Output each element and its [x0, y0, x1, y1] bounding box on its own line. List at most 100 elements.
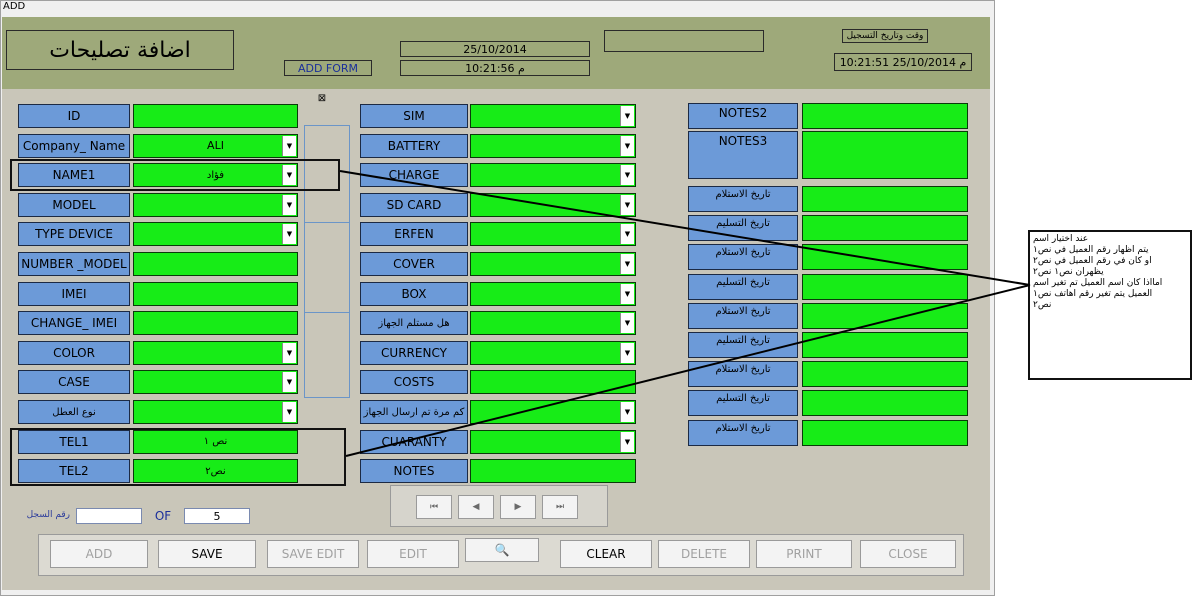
save-edit-button[interactable]: SAVE EDIT [267, 540, 359, 568]
field-label: COVER [360, 252, 468, 276]
field-label: تاريخ الاستلام [688, 186, 798, 212]
field-input[interactable] [802, 361, 968, 388]
chevron-down-icon[interactable]: ▼ [620, 313, 634, 334]
field-input[interactable]: ▼ [470, 400, 636, 424]
field-input[interactable] [802, 131, 968, 179]
field-label: SIM [360, 104, 468, 128]
field-input[interactable] [470, 370, 636, 395]
field-value: نص٢ [205, 465, 226, 477]
field-label: CHANGE_ IMEI [18, 311, 130, 336]
chevron-down-icon[interactable]: ▼ [282, 372, 296, 393]
field-input[interactable]: ALI ▼ [133, 133, 298, 158]
chevron-down-icon[interactable]: ▼ [282, 194, 296, 215]
chevron-down-icon[interactable]: ▼ [620, 283, 634, 304]
small-square-icon[interactable]: ⊠ [317, 93, 327, 104]
field-input[interactable]: ▼ [470, 281, 636, 306]
field-input[interactable]: ▼ [470, 429, 636, 454]
annotation-note-line: يظهران نص١ نص٢ [1033, 267, 1104, 277]
field-input[interactable] [133, 252, 298, 276]
empty-header-box [604, 30, 764, 52]
field-input[interactable]: ▼ [470, 104, 636, 128]
field-label: BOX [360, 281, 468, 306]
field-value: ALI [207, 139, 224, 153]
registration-datetime: 10:21:51 25/10/2014 م [834, 53, 972, 71]
field-label: تاريخ التسليم [688, 390, 798, 417]
field-input[interactable]: ▼ [133, 192, 298, 217]
field-input[interactable]: ▼ [470, 252, 636, 276]
first-record-button[interactable]: ⏮ [416, 495, 452, 519]
field-input[interactable] [802, 332, 968, 358]
field-input[interactable] [802, 390, 968, 417]
field-label: تاريخ الاستلام [688, 244, 798, 271]
field-input[interactable]: ▼ [470, 133, 636, 158]
field-input[interactable]: ▼ [470, 192, 636, 217]
add-form-label: ADD FORM [284, 60, 372, 76]
field-input[interactable]: نص٢ [133, 459, 298, 484]
search-button[interactable]: 🔍 [465, 538, 539, 562]
chevron-down-icon[interactable]: ▼ [620, 342, 634, 363]
field-input[interactable]: ▼ [133, 340, 298, 365]
chevron-down-icon[interactable]: ▼ [620, 194, 634, 215]
field-input[interactable] [802, 244, 968, 271]
annotation-note-line: عند اختيار اسم [1033, 234, 1089, 244]
edit-button[interactable]: EDIT [367, 540, 459, 568]
field-input[interactable]: ▼ [470, 163, 636, 188]
field-input[interactable] [802, 419, 968, 446]
field-label: هل مستلم الجهاز [360, 311, 468, 336]
field-input[interactable]: ▼ [470, 222, 636, 247]
field-input[interactable] [802, 273, 968, 300]
field-input[interactable] [133, 281, 298, 306]
clear-button[interactable]: CLEAR [560, 540, 652, 568]
field-input[interactable]: ▼ [133, 222, 298, 247]
field-label: تاريخ الاستلام [688, 302, 798, 329]
field-label: Company_ Name [18, 133, 130, 158]
field-input[interactable] [802, 302, 968, 329]
field-label: ID [18, 104, 130, 128]
chevron-down-icon[interactable]: ▼ [620, 224, 634, 245]
field-label: TEL1 [18, 429, 130, 454]
last-record-button[interactable]: ⏭ [542, 495, 578, 519]
chevron-down-icon[interactable]: ▼ [620, 254, 634, 274]
add-button[interactable]: ADD [50, 540, 148, 568]
field-label: ERFEN [360, 222, 468, 247]
next-record-button[interactable]: ▶ [500, 495, 536, 519]
field-label: TEL2 [18, 459, 130, 484]
chevron-down-icon[interactable]: ▼ [282, 135, 296, 156]
record-total: 5 [184, 508, 250, 524]
field-label: كم مرة تم ارسال الجهاز [360, 400, 468, 424]
field-label: CUARANTY [360, 429, 468, 454]
chevron-down-icon[interactable]: ▼ [620, 106, 634, 126]
previous-record-button[interactable]: ◀ [458, 495, 494, 519]
field-input[interactable]: نص ١ [133, 429, 298, 454]
chevron-down-icon[interactable]: ▼ [282, 165, 296, 186]
chevron-down-icon[interactable]: ▼ [620, 431, 634, 452]
chevron-down-icon[interactable]: ▼ [282, 224, 296, 245]
chevron-down-icon[interactable]: ▼ [282, 402, 296, 422]
field-input[interactable] [133, 104, 298, 128]
field-input[interactable] [133, 311, 298, 336]
field-input[interactable] [470, 459, 636, 484]
field-input[interactable]: ▼ [470, 311, 636, 336]
save-button[interactable]: SAVE [158, 540, 256, 568]
annotation-note-line: يتم اظهار رقم العميل في نص١ [1033, 245, 1149, 255]
field-input[interactable]: ▼ [133, 400, 298, 424]
form-title: اضافة تصليحات [6, 30, 234, 70]
record-current-input[interactable] [76, 508, 142, 524]
print-button[interactable]: PRINT [756, 540, 852, 568]
field-input[interactable]: فؤاد▼ [133, 163, 298, 188]
close-button[interactable]: CLOSE [860, 540, 956, 568]
field-label: NUMBER _MODEL [18, 252, 130, 276]
window-title: ADD [3, 1, 26, 12]
field-input[interactable]: ▼ [133, 370, 298, 395]
field-input[interactable] [802, 215, 968, 242]
chevron-down-icon[interactable]: ▼ [620, 402, 634, 422]
field-input[interactable] [802, 103, 968, 129]
field-input[interactable] [802, 186, 968, 212]
chevron-down-icon[interactable]: ▼ [620, 135, 634, 156]
field-label: CURRENCY [360, 340, 468, 365]
field-label: MODEL [18, 192, 130, 217]
chevron-down-icon[interactable]: ▼ [282, 342, 296, 363]
chevron-down-icon[interactable]: ▼ [620, 165, 634, 186]
field-input[interactable]: ▼ [470, 340, 636, 365]
delete-button[interactable]: DELETE [658, 540, 750, 568]
